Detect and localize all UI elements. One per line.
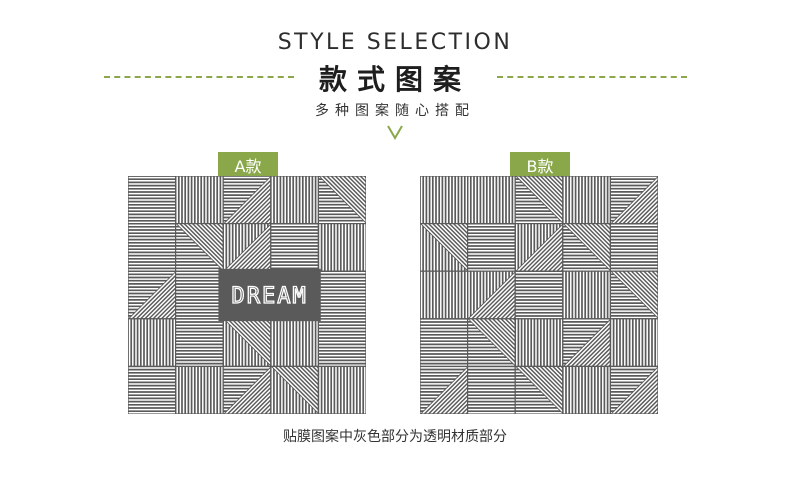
title-en: STYLE SELECTION — [277, 30, 513, 55]
pattern-tile-17 — [514, 318, 564, 368]
pattern-tile-11 — [466, 270, 516, 320]
pattern-tile-8 — [270, 222, 320, 272]
pattern-tile-0 — [128, 176, 177, 225]
pattern-tile-9 — [317, 222, 366, 272]
pattern-tile-21 — [174, 365, 224, 414]
pattern-tile-7 — [222, 222, 272, 272]
title-cn: 款式图案 — [318, 63, 471, 96]
pattern-tile-24 — [317, 365, 366, 414]
pattern-tile-5 — [128, 222, 177, 272]
pattern-tile-2 — [514, 176, 564, 225]
pattern-tile-14 — [317, 270, 366, 320]
option-a-pattern[interactable]: DREAM — [128, 176, 366, 414]
pattern-tile-7 — [514, 222, 564, 272]
pattern-tile-20 — [128, 365, 177, 414]
pattern-tile-23 — [270, 365, 320, 414]
pattern-tile-21 — [466, 365, 516, 414]
pattern-tile-22 — [514, 365, 564, 414]
pattern-tile-14 — [609, 270, 658, 320]
option-a-badge[interactable]: A款 — [218, 152, 278, 178]
pattern-tile-15 — [420, 318, 469, 368]
pattern-tile-4 — [609, 176, 658, 225]
pattern-tile-16 — [174, 318, 224, 368]
pattern-tile-23 — [562, 365, 612, 414]
pattern-tile-6 — [466, 222, 516, 272]
dash-line-right — [497, 76, 687, 78]
pattern-tile-13 — [562, 270, 612, 320]
pattern-tile-9 — [609, 222, 658, 272]
pattern-tile-1 — [466, 176, 516, 225]
pattern-tile-4 — [317, 176, 366, 225]
pattern-tile-19 — [317, 318, 366, 368]
subtitle: 多种图案随心搭配 — [315, 103, 475, 119]
pattern-tile-10 — [420, 270, 469, 320]
pattern-tile-6 — [174, 222, 224, 272]
chevron-down-icon — [387, 125, 403, 140]
pattern-tile-16 — [466, 318, 516, 368]
pattern-tile-12 — [514, 270, 564, 320]
pattern-tile-17 — [222, 318, 272, 368]
pattern-tile-18 — [562, 318, 612, 368]
caption: 贴膜图案中灰色部分为透明材质部分 — [283, 429, 507, 445]
dream-label-text: DREAM — [231, 284, 307, 309]
pattern-tile-15 — [128, 318, 177, 368]
pattern-tile-3 — [270, 176, 320, 225]
option-b-badge[interactable]: B款 — [510, 152, 570, 178]
pattern-tile-19 — [609, 318, 658, 368]
pattern-tile-10 — [128, 270, 177, 320]
option-b-pattern[interactable] — [420, 176, 658, 414]
dream-label-bg — [218, 268, 321, 322]
pattern-tile-18 — [270, 318, 320, 368]
pattern-tile-2 — [222, 176, 272, 225]
pattern-tile-11 — [174, 270, 224, 320]
dash-line-left — [104, 76, 294, 78]
pattern-tile-1 — [174, 176, 224, 225]
pattern-tile-0 — [420, 176, 469, 225]
pattern-tile-24 — [609, 365, 658, 414]
pattern-tile-3 — [562, 176, 612, 225]
